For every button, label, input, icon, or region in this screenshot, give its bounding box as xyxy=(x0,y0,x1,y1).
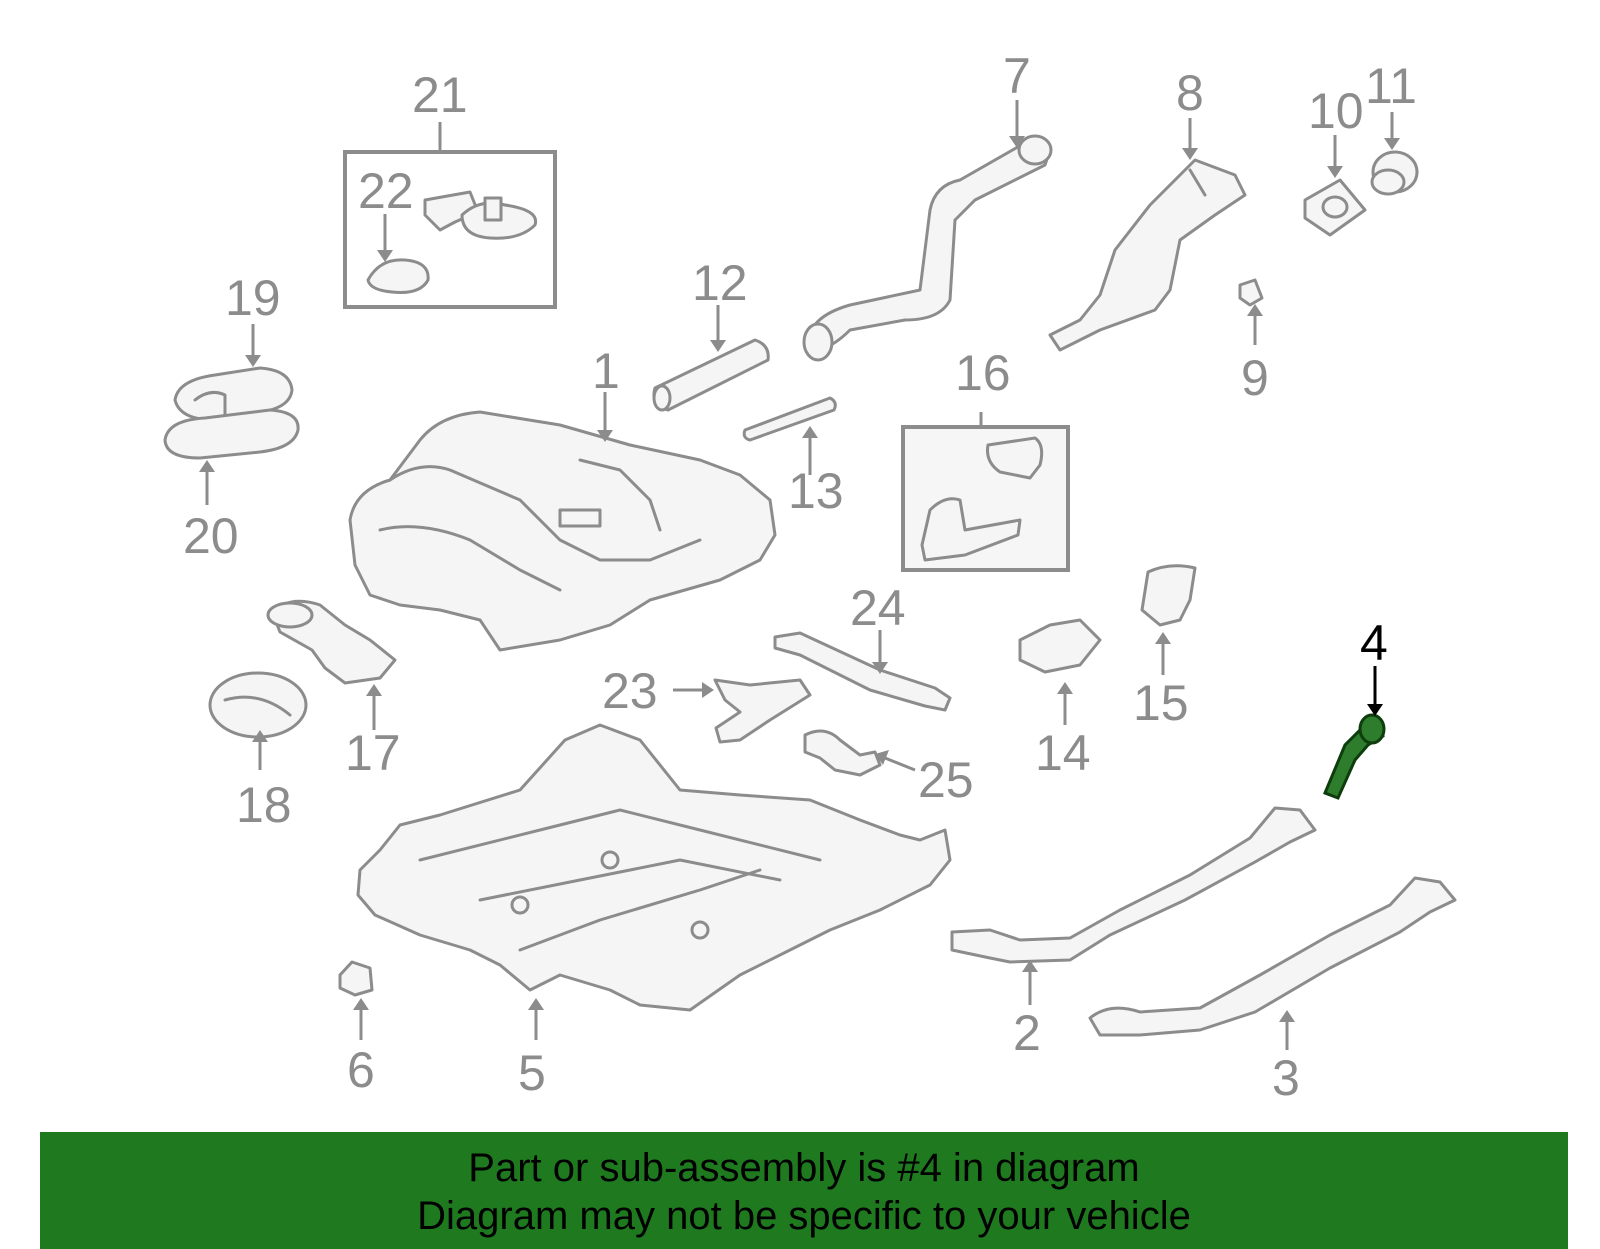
group-box-21 xyxy=(343,150,557,309)
callout-14: 14 xyxy=(1035,725,1091,781)
part-22-shape xyxy=(366,258,430,294)
part-17-shape xyxy=(266,599,397,685)
callout-11: 11 xyxy=(1365,58,1417,114)
callout-25: 25 xyxy=(918,752,974,808)
part-18-shape xyxy=(208,671,308,739)
callout-19: 19 xyxy=(225,270,281,326)
part-6-shape xyxy=(338,960,374,997)
parts-diagram: 21 22 19 20 12 13 1 7 8 9 10 11 16 24 23… xyxy=(163,48,1457,1106)
part-14-shape xyxy=(1018,618,1102,674)
part-2-shape xyxy=(950,806,1317,964)
part-24-shape xyxy=(773,631,952,712)
callout-7: 7 xyxy=(1003,48,1031,104)
part-25-shape xyxy=(803,729,882,777)
part-23-shape xyxy=(713,678,812,744)
part-13-shape xyxy=(742,396,837,442)
part-10-shape xyxy=(1303,178,1367,237)
part-15-shape xyxy=(1140,564,1197,627)
callout-18: 18 xyxy=(236,777,292,833)
banner-disclaimer: Diagram may not be specific to your vehi… xyxy=(417,1194,1191,1238)
callout-12: 12 xyxy=(692,255,748,311)
part-20-shape xyxy=(163,408,300,460)
part-21-shape xyxy=(423,190,538,240)
part-5-shape xyxy=(356,723,952,1012)
callout-20: 20 xyxy=(183,508,239,564)
callout-13: 13 xyxy=(788,463,844,519)
info-banner: Part or sub-assembly is #4 in diagram Di… xyxy=(40,1132,1568,1249)
callout-10: 10 xyxy=(1308,83,1364,139)
callout-6: 6 xyxy=(347,1042,375,1098)
callout-8: 8 xyxy=(1176,65,1204,121)
part-1-shape xyxy=(348,410,777,652)
part-16-shape xyxy=(920,436,1044,562)
part-8-shape xyxy=(1048,158,1247,352)
callout-2: 2 xyxy=(1013,1005,1041,1061)
part-11-shape xyxy=(1370,150,1419,196)
callout-24: 24 xyxy=(850,580,906,636)
part-3-shape xyxy=(1088,876,1457,1037)
banner-part-note: Part or sub-assembly is #4 in diagram xyxy=(468,1146,1140,1190)
callout-arrows xyxy=(199,100,1400,1050)
callout-17: 17 xyxy=(345,725,401,781)
callout-21: 21 xyxy=(412,67,468,123)
callout-9: 9 xyxy=(1241,350,1269,406)
part-12-shape xyxy=(652,338,770,412)
callout-5: 5 xyxy=(518,1045,546,1101)
callout-15: 15 xyxy=(1133,675,1189,731)
callout-23: 23 xyxy=(602,663,658,719)
callout-3: 3 xyxy=(1272,1050,1300,1106)
callout-16: 16 xyxy=(955,345,1011,401)
callout-1: 1 xyxy=(592,343,620,399)
part-7-shape xyxy=(802,134,1053,362)
part-9-shape xyxy=(1238,278,1264,307)
callout-22: 22 xyxy=(358,163,414,219)
part-4-shape xyxy=(1323,713,1386,800)
callout-4: 4 xyxy=(1360,615,1388,671)
